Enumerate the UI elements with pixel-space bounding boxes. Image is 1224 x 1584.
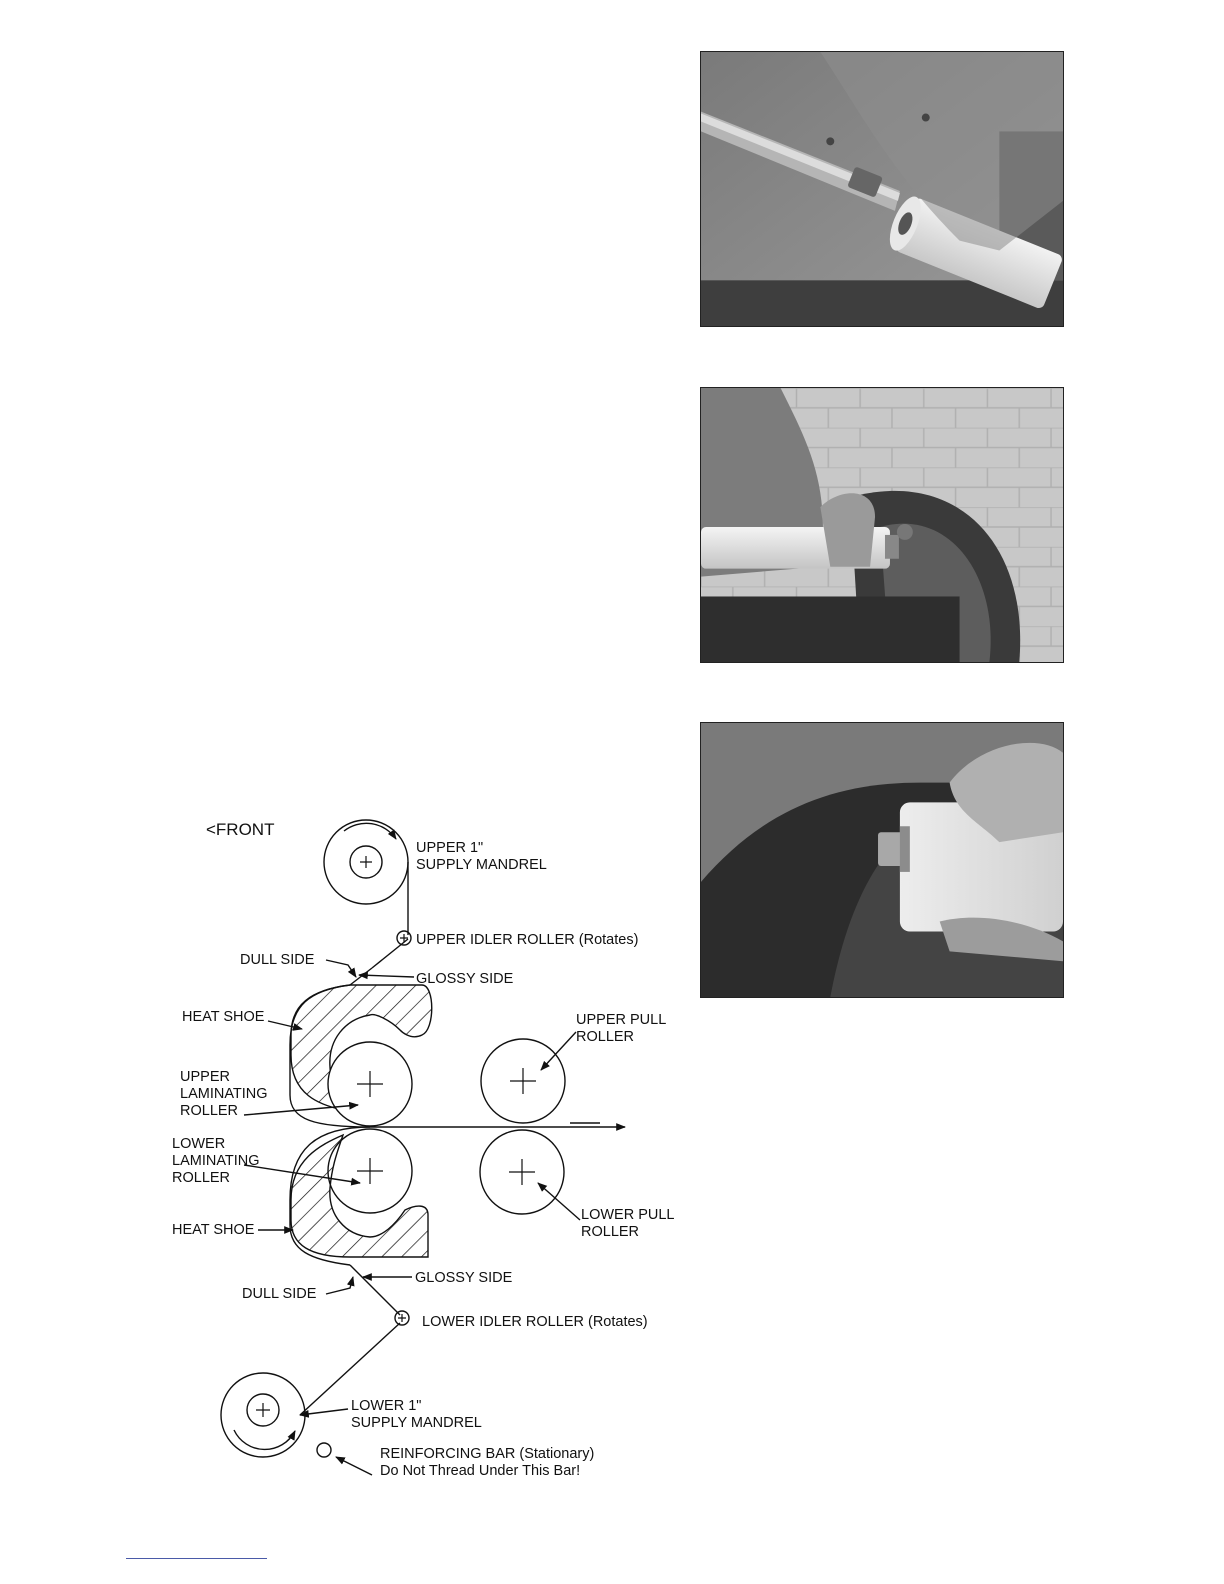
- reinforcing-bar-label-2: Do Not Thread Under This Bar!: [380, 1463, 580, 1479]
- upper-lam-label-2: LAMINATING: [180, 1086, 268, 1102]
- lower-pull-label-2: ROLLER: [581, 1224, 639, 1240]
- front-label: <FRONT: [206, 820, 274, 839]
- footer-rule: [126, 1558, 267, 1559]
- lower-idler-label: LOWER IDLER ROLLER (Rotates): [422, 1314, 648, 1330]
- reinforcing-bar: [317, 1443, 331, 1457]
- reinforcing-bar-label-1: REINFORCING BAR (Stationary): [380, 1446, 594, 1462]
- dull-side-top-label: DULL SIDE: [240, 952, 315, 968]
- upper-mandrel-label-1: UPPER 1": [416, 840, 483, 856]
- lower-lam-label-3: ROLLER: [172, 1170, 230, 1186]
- upper-pull-label-1: UPPER PULL: [576, 1012, 666, 1028]
- heat-shoe-bottom-label: HEAT SHOE: [172, 1222, 255, 1238]
- lower-pull-label-1: LOWER PULL: [581, 1207, 674, 1223]
- photo-roll-loading: [700, 387, 1064, 663]
- upper-idler-label: UPPER IDLER ROLLER (Rotates): [416, 932, 638, 948]
- lower-lam-label-2: LAMINATING: [172, 1153, 260, 1169]
- upper-pull-label-2: ROLLER: [576, 1029, 634, 1045]
- lower-mandrel-label-2: SUPPLY MANDREL: [351, 1415, 482, 1431]
- photo-mandrel-insert: [700, 51, 1064, 327]
- heat-shoe-top-label: HEAT SHOE: [182, 1009, 265, 1025]
- upper-lam-label-1: UPPER: [180, 1069, 230, 1085]
- upper-mandrel-label-2: SUPPLY MANDREL: [416, 857, 547, 873]
- lower-lam-label-1: LOWER: [172, 1136, 225, 1152]
- glossy-side-top-label: GLOSSY SIDE: [416, 971, 514, 987]
- film-threading-diagram: <FRONT UPPER 1" SUPPLY MANDREL UPPER IDL…: [160, 805, 700, 1495]
- photo-mandrel-seat: [700, 722, 1064, 998]
- lower-mandrel-label-1: LOWER 1": [351, 1398, 421, 1414]
- dull-side-bottom-label: DULL SIDE: [242, 1286, 317, 1302]
- glossy-side-bottom-label: GLOSSY SIDE: [415, 1270, 513, 1286]
- upper-lam-label-3: ROLLER: [180, 1103, 238, 1119]
